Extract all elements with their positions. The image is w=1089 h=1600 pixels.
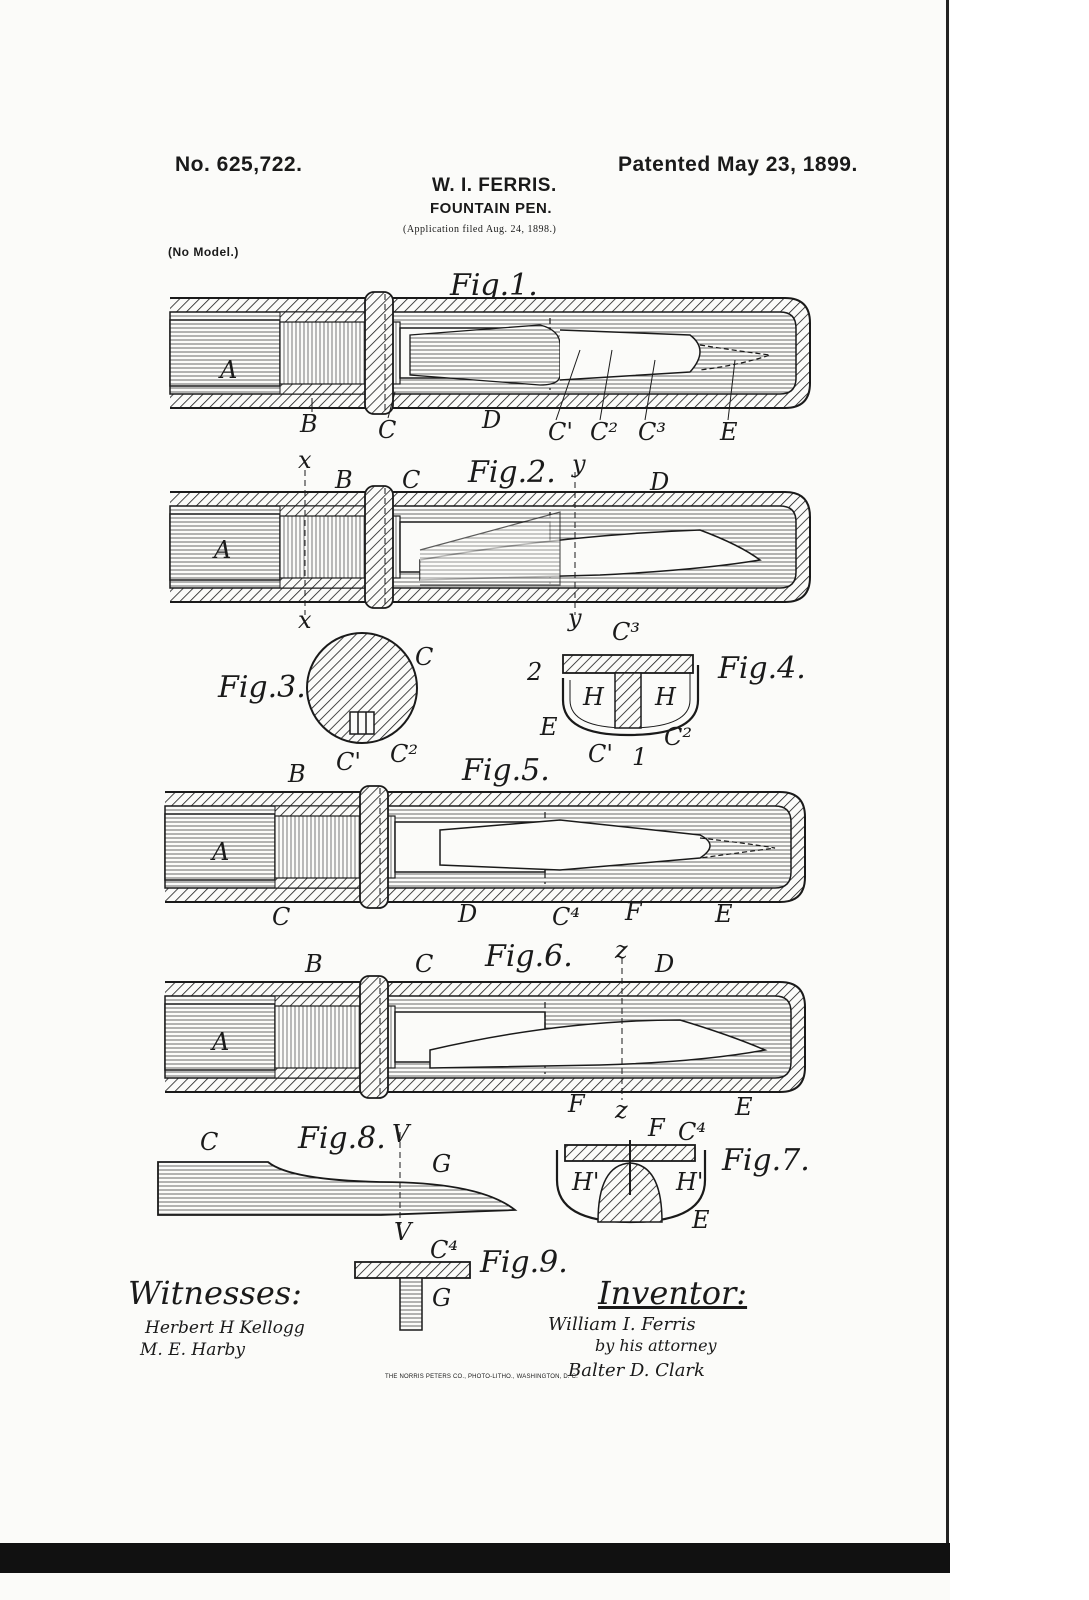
fig4-label-H2: H [654, 683, 677, 711]
figure-6: Fig.6. B C z D A F z E [164, 936, 806, 1124]
fig5-label-C4: C⁴ [552, 903, 580, 931]
fig8-label-V-top: V [392, 1120, 412, 1148]
fig7-label-H1: H' [571, 1168, 600, 1196]
fig6-label-F: F [567, 1090, 586, 1118]
patent-number: No. 625,722. [175, 153, 303, 176]
fig5-label-B: B [287, 760, 306, 788]
fig1-label-C1: C' [548, 418, 573, 446]
figure-4: Fig.4. C³ 2 H H E C' 1 C² [526, 618, 806, 771]
fig2-label-y-top: y [571, 450, 586, 478]
printer-credit: THE NORRIS PETERS CO., PHOTO-LITHO., WAS… [385, 1374, 579, 1380]
fig1-label-C2: C² [590, 418, 618, 446]
fig4-label-H1: H [582, 683, 605, 711]
figure-3-title: Fig.3. [217, 670, 306, 705]
fig3-label-C2: C² [390, 740, 418, 768]
fig6-label-E: E [734, 1093, 753, 1121]
patent-title: FOUNTAIN PEN. [430, 200, 553, 217]
fig1-label-A: A [218, 356, 237, 384]
fig2-label-x-bot: x [298, 606, 312, 634]
figure-5-title: Fig.5. [461, 753, 550, 788]
fig4-label-1: 1 [632, 743, 647, 771]
figure-7: Fig.7. F C⁴ H' H' E [555, 1114, 810, 1234]
figure-7-title: Fig.7. [721, 1143, 810, 1178]
fig8-label-G: G [432, 1150, 451, 1178]
inventor-label: Inventor: [598, 1274, 748, 1312]
figure-8: Fig.8. C V G V [157, 1120, 518, 1246]
fig2-label-C: C [402, 466, 420, 494]
fig6-label-B: B [304, 950, 323, 978]
fig6-label-A: A [210, 1028, 229, 1056]
attorney-line: by his attorney [595, 1336, 717, 1355]
fig2-label-y-bot: y [567, 604, 582, 632]
inventor-name: W. I. FERRIS. [432, 175, 557, 196]
fig2-label-D: D [649, 468, 669, 496]
inventor-signature: William I. Ferris [548, 1314, 696, 1335]
figure-2-title: Fig.2. [467, 455, 556, 490]
fig3-label-C: C [415, 643, 433, 671]
application-date: (Application filed Aug. 24, 1898.) [403, 224, 557, 235]
fig7-label-E: E [691, 1206, 710, 1234]
figure-8-title: Fig.8. [297, 1121, 386, 1156]
fig7-label-H2: H' [675, 1168, 704, 1196]
fig9-label-G: G [432, 1284, 451, 1312]
figure-2: Fig.2. x B C y D A x y [169, 446, 811, 634]
patent-drawings: Fig.1. A B C D C' C² C³ E Fig.2. x B C y… [157, 268, 811, 1331]
fig2-label-B: B [334, 466, 353, 494]
figure-1: Fig.1. A B C D C' C² C³ E [169, 268, 811, 446]
fig5-label-D: D [457, 900, 477, 928]
figure-4-title: Fig.4. [717, 651, 806, 686]
fig4-label-C2: C² [664, 723, 692, 751]
fig1-label-C: C [378, 416, 396, 444]
fig4-label-C3: C³ [612, 618, 640, 646]
fig8-label-C: C [200, 1128, 218, 1156]
fig6-label-D: D [654, 950, 674, 978]
fig1-label-E: E [719, 418, 738, 446]
fig5-label-C: C [272, 903, 290, 931]
figure-9-title: Fig.9. [479, 1245, 568, 1280]
figure-3: Fig.3. C C' C² [217, 632, 433, 776]
fig5-label-A: A [210, 838, 229, 866]
fig8-label-V-bot: V [394, 1218, 414, 1246]
fig4-label-C1: C' [588, 740, 613, 768]
witness-signature-1: Herbert H Kellogg [145, 1318, 305, 1338]
fig9-label-C4: C⁴ [430, 1236, 458, 1264]
witnesses-label: Witnesses: [128, 1274, 302, 1312]
fig5-label-F: F [624, 898, 643, 926]
fig3-label-C1: C' [336, 748, 361, 776]
fig7-label-F: F [647, 1114, 666, 1142]
scan-edge-right [946, 0, 949, 1545]
attorney-signature: Balter D. Clark [568, 1360, 705, 1381]
patent-date: Patented May 23, 1899. [618, 153, 858, 176]
fig4-label-2: 2 [526, 658, 542, 686]
fig6-label-z-bot: z [614, 1096, 628, 1124]
fig2-label-x-top: x [298, 446, 312, 474]
fig6-label-C: C [415, 950, 433, 978]
scan-edge-bottom [0, 1543, 950, 1573]
fig1-label-D: D [481, 406, 501, 434]
fig7-label-C4: C⁴ [678, 1118, 706, 1146]
witness-signature-2: M. E. Harby [140, 1340, 246, 1360]
figure-9: Fig.9. C⁴ G [354, 1236, 568, 1331]
figure-5: Fig.5. B A C D C⁴ F E [164, 753, 806, 931]
fig6-label-z-top: z [614, 936, 628, 964]
fig4-label-E: E [539, 713, 558, 741]
fig5-label-E: E [714, 900, 733, 928]
fig1-label-C3: C³ [638, 418, 666, 446]
fig2-label-A: A [212, 536, 231, 564]
figure-6-title: Fig.6. [484, 939, 573, 974]
model-note: (No Model.) [168, 245, 239, 259]
fig1-label-B: B [299, 410, 318, 438]
